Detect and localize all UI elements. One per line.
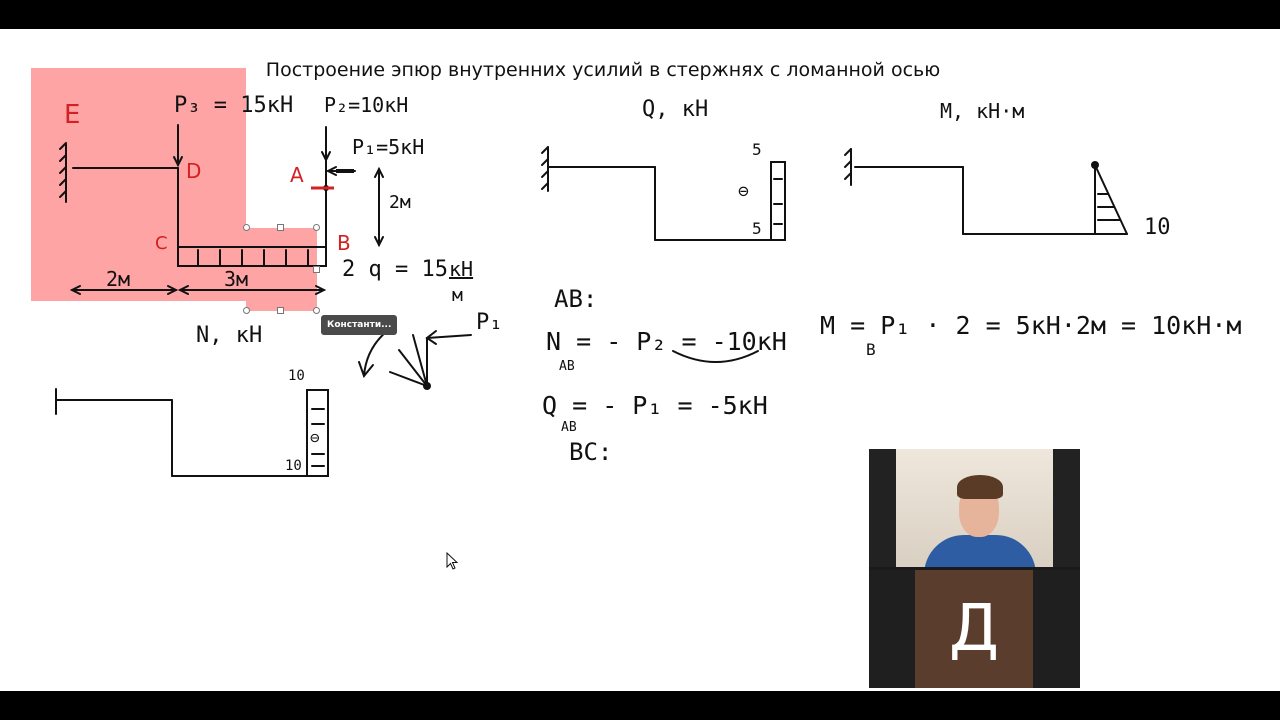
whiteboard-canvas[interactable]: Построение эпюр внутренних усилий в стер…: [0, 29, 1280, 691]
length-cb-label: 3м: [224, 267, 249, 291]
length-ed-label: 2м: [106, 267, 131, 291]
distributed-load-unit-numerator: кН: [449, 257, 474, 281]
point-a-label: A: [290, 163, 304, 187]
point-d-label: D: [186, 159, 202, 183]
q-diagram-title: Q, кН: [642, 97, 709, 122]
presenter-hair: [957, 475, 1003, 499]
aside-p1-label: P₁: [476, 310, 503, 335]
page-title: Построение эпюр внутренних усилий в стер…: [265, 59, 941, 81]
n-diagram-sign: ⊖: [310, 428, 320, 447]
distributed-load-label: 2 q = 15: [342, 257, 448, 282]
selection-handle[interactable]: [277, 224, 284, 231]
distributed-load: [177, 246, 327, 267]
load-p2-label: P₂=10кН: [324, 93, 409, 117]
load-p3-label: P₃ = 15кН: [174, 93, 294, 118]
distributed-load-unit-denominator: м: [452, 285, 463, 306]
point-c-label: C: [155, 233, 168, 254]
calc-n-ab-subscript: AB: [559, 359, 575, 374]
participant-tile[interactable]: Д: [869, 570, 1080, 688]
calc-section-bc: BC:: [569, 438, 613, 466]
q-diagram-bottom-value: 5: [752, 219, 762, 238]
participant-initial: Д: [949, 592, 999, 666]
q-diagram-top-value: 5: [752, 140, 762, 159]
annotator-name-tooltip: Константи...: [321, 315, 398, 335]
point-e-label: E: [64, 100, 81, 130]
n-diagram-top-value: 10: [288, 368, 305, 384]
selection-handle[interactable]: [277, 307, 284, 314]
n-diagram-bottom-value: 10: [285, 458, 302, 474]
participant-avatar: Д: [915, 570, 1033, 688]
calc-q-ab-subscript: AB: [561, 420, 577, 435]
drawing-layer: [55, 124, 1128, 477]
presenter-body: [924, 535, 1036, 567]
n-diagram-title: N, кН: [196, 323, 263, 348]
mouse-cursor-icon: [446, 552, 459, 570]
selection-handle[interactable]: [243, 224, 250, 231]
selection-handle[interactable]: [313, 266, 320, 273]
video-panel[interactable]: Д: [869, 449, 1080, 688]
m-diagram-value: 10: [1144, 215, 1171, 240]
selection-handle[interactable]: [313, 224, 320, 231]
load-p1-label: P₁=5кН: [352, 135, 425, 159]
q-diagram-sign: ⊖: [738, 181, 749, 202]
calc-q-ab: Q = - P₁ = -5кН: [542, 391, 768, 420]
length-ab-label: 2м: [389, 192, 411, 213]
selection-handle[interactable]: [243, 307, 250, 314]
calc-m-b-subscript: B: [866, 340, 876, 359]
calc-m-b: M = P₁ · 2 = 5кН·2м = 10кН·м: [820, 311, 1242, 340]
red-selection-highlight-small: [246, 228, 317, 311]
point-b-label: B: [337, 231, 351, 255]
calc-section-ab: AB:: [554, 285, 598, 313]
selection-handle[interactable]: [313, 307, 320, 314]
presenter-video[interactable]: [869, 449, 1080, 567]
calc-n-ab: N = - P₂ = -10кН: [546, 327, 787, 356]
m-diagram-title: M, кН·м: [940, 99, 1025, 123]
presenter-scene: [896, 449, 1053, 567]
